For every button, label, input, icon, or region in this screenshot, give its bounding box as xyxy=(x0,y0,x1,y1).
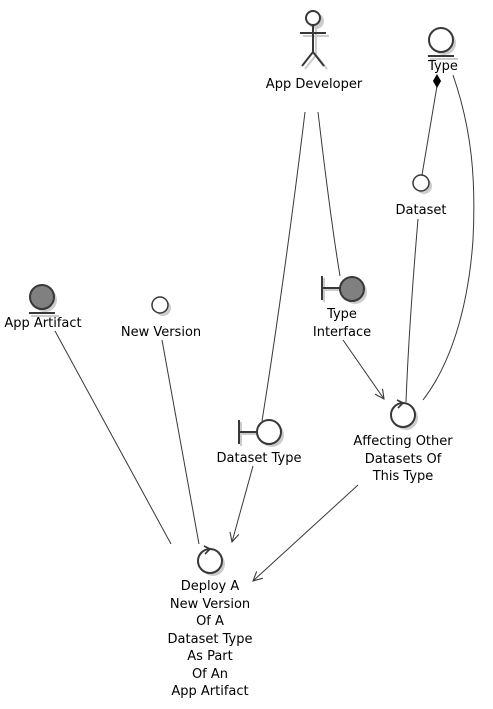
app-developer-label: App Developer xyxy=(265,77,363,92)
link-app-artifact-deploy xyxy=(54,330,172,545)
link-dataset-affecting-other xyxy=(405,218,419,403)
type-entity-icon[interactable] xyxy=(428,27,458,60)
dataset-type-label: Dataset Type xyxy=(216,451,302,466)
deploy-control-icon[interactable] xyxy=(197,545,225,576)
composition-link-type-dataset xyxy=(421,85,438,176)
dataset-type-boundary-icon[interactable] xyxy=(238,419,284,447)
new-version-interface-icon[interactable] xyxy=(151,296,171,316)
link-app-developer-type-interface xyxy=(317,111,341,277)
deploy-label-line: New Version xyxy=(169,596,251,612)
affecting-other-control-icon[interactable] xyxy=(390,399,418,430)
arrow-affecting-other-deploy xyxy=(253,484,359,581)
affecting-other-label: Affecting Other Datasets Of This Type xyxy=(343,433,463,486)
affecting-other-label-line: Datasets Of xyxy=(364,451,442,467)
app-artifact-label: App Artifact xyxy=(4,316,82,331)
arrow-type-interface-affecting-other xyxy=(342,339,384,399)
app-developer-actor-icon[interactable] xyxy=(300,10,329,70)
type-label: Type xyxy=(428,59,458,74)
deploy-label-line: Of A xyxy=(196,614,224,629)
link-type-affecting-other xyxy=(422,74,475,401)
arrow-dataset-type-deploy xyxy=(232,465,254,542)
app-artifact-entity-icon[interactable] xyxy=(29,284,59,317)
dataset-label: Dataset xyxy=(395,203,447,218)
link-app-developer-dataset-type xyxy=(261,111,306,422)
type-interface-label-line: Interface xyxy=(312,324,372,340)
deploy-label-line: As Part xyxy=(187,649,233,664)
affecting-other-label-line: Affecting Other xyxy=(353,434,453,449)
type-interface-label: Type Interface xyxy=(302,306,382,341)
deploy-label-line: Dataset Type xyxy=(167,631,253,647)
link-new-version-deploy xyxy=(161,339,200,545)
deploy-label-line: Of An xyxy=(191,666,229,682)
connectors xyxy=(54,74,475,581)
type-interface-boundary-icon[interactable] xyxy=(321,276,367,304)
new-version-label: New Version xyxy=(120,325,202,340)
composition-diamond xyxy=(432,74,442,88)
deploy-label-line: Deploy A xyxy=(180,579,240,594)
type-interface-label-line: Type xyxy=(327,307,357,322)
deploy-label-line: App Artifact xyxy=(171,684,249,699)
affecting-other-label-line: This Type xyxy=(372,469,434,484)
deploy-label: Deploy A New Version Of A Dataset Type A… xyxy=(150,578,270,701)
dataset-interface-icon[interactable] xyxy=(412,174,432,194)
